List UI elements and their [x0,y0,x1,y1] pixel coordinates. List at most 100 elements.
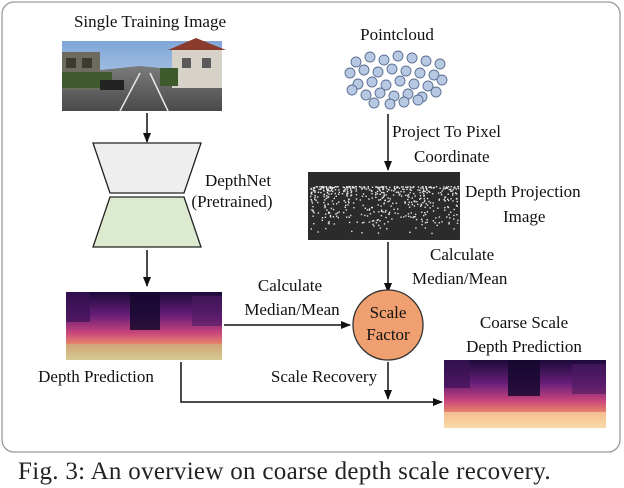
scale-factor-label-line2: Factor [366,325,410,344]
projection-point [359,199,362,201]
projection-point [362,193,365,195]
projection-point [336,186,338,188]
projection-point [456,200,458,203]
projection-point [385,186,387,188]
projection-point [363,186,366,188]
projection-point [321,219,323,221]
projection-point [336,215,338,217]
projection-point [382,188,384,191]
projection-point [402,186,404,188]
projection-point [335,213,337,215]
depthnet-label: DepthNet [205,171,271,190]
projection-point [346,188,349,191]
projection-point [313,187,315,189]
projection-point [406,188,408,190]
projection-point [451,190,453,192]
projection-point [448,223,450,225]
projection-point [396,186,398,189]
projection-point [426,219,428,221]
projection-point [328,223,330,225]
projection-point [450,198,452,200]
projection-point [355,190,357,192]
projection-point [421,211,423,213]
projection-point [328,221,330,223]
projection-point [347,204,349,206]
projection-point [412,186,415,188]
projection-point [325,186,328,189]
projection-point [453,186,456,188]
projection-point [447,199,450,202]
projection-point [443,186,445,188]
projection-point [448,213,450,216]
projection-point [391,218,393,220]
projection-point [424,206,426,208]
projection-point [332,190,334,193]
projection-point [331,200,334,202]
scale-recovery-label: Scale Recovery [271,367,378,386]
projection-point [409,188,411,191]
projection-point [428,190,430,192]
projection-point [405,186,407,188]
projection-point [419,205,422,208]
projection-point [419,191,421,194]
projection-point [343,211,345,214]
pointcloud-point [422,80,434,92]
projection-point [422,187,424,190]
projection-point [333,197,335,200]
projection-point [364,207,367,209]
projection-point [370,189,373,192]
projection-point [452,192,454,195]
projection-point [438,199,440,201]
projection-point [324,216,327,218]
projection-point [441,190,443,192]
projection-point [413,192,415,195]
depth-projection-label-line2: Image [503,207,545,226]
pointcloud-point [384,98,396,110]
projection-point [383,194,385,196]
projection-point [443,198,445,201]
projection-point [400,195,403,197]
projection-point [346,195,348,197]
projection-point [383,223,386,225]
projection-point [361,195,364,198]
projection-point [394,188,396,191]
projection-point [414,213,417,216]
projection-point [441,221,443,223]
pretrained-label: (Pretrained) [191,192,272,211]
pointcloud-point [430,86,442,98]
projection-point [384,199,386,202]
projection-point [455,188,457,190]
pointcloud-point [400,65,412,77]
projection-point [346,192,348,194]
projection-point [379,193,381,195]
projection-point [452,194,454,196]
projection-point [375,196,377,198]
projection-point [421,191,424,193]
projection-point [383,192,385,194]
projection-point [381,210,383,212]
projection-point [317,212,320,214]
projection-point [329,186,332,188]
projection-point [430,186,432,188]
projection-point [421,223,423,226]
projection-point [317,191,320,193]
projection-point [407,198,409,201]
projection-point [456,205,458,207]
projection-point [388,200,391,202]
projection-point [361,232,363,234]
projection-point [314,190,316,192]
calc-left-line1: Calculate [258,276,322,295]
projection-point [361,187,364,189]
projection-point [317,231,319,233]
projection-point [444,197,446,199]
projection-point [435,217,437,219]
projection-point [425,187,427,189]
projection-point [405,194,407,196]
projection-point [311,191,313,193]
projection-point [345,186,348,189]
projection-point [328,212,331,214]
projection-point [377,219,379,221]
scale-factor-node [352,289,424,361]
projection-point [330,207,333,210]
projection-point [407,194,410,196]
